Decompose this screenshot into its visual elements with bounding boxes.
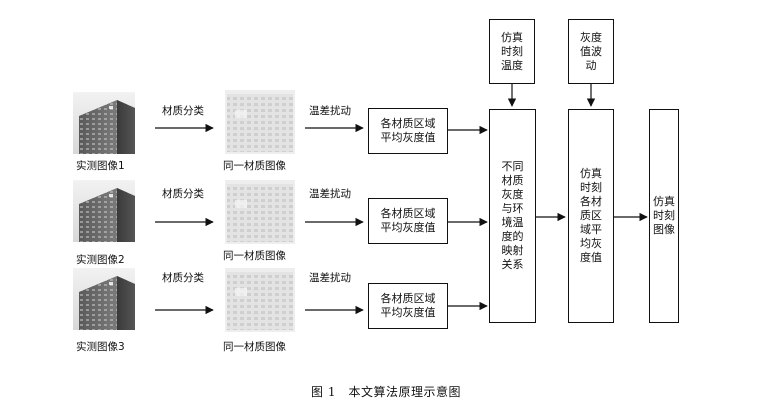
mapping-text: 不同 材质 灰度 与环 境温 度的 映射 关系	[501, 160, 524, 271]
material-label-3: 同一材质图像	[223, 341, 286, 353]
material-label-2: 同一材质图像	[223, 250, 286, 262]
material-label-1: 同一材质图像	[223, 160, 286, 172]
step-disturb-label-1: 温差扰动	[309, 105, 351, 117]
sim-gray-text: 仿真 时刻 各材 质区 域平 均灰 度值	[580, 167, 602, 264]
material-image-3	[225, 268, 295, 332]
sim-temp-text: 仿真 时刻 温度	[501, 30, 523, 72]
gray-fluct-box: 灰度 值波 动	[568, 19, 614, 84]
mapping-box: 不同 材质 灰度 与环 境温 度的 映射 关系	[489, 109, 536, 323]
input-label-2: 实测图像2	[76, 254, 125, 266]
avg-gray-text-1: 各材质区域 平均灰度值	[380, 117, 436, 144]
thermal-image-2	[73, 180, 135, 242]
avg-gray-text-3: 各材质区域 平均灰度值	[380, 292, 436, 319]
step-classify-label-3: 材质分类	[162, 272, 204, 284]
avg-gray-box-3: 各材质区域 平均灰度值	[368, 283, 448, 329]
material-image-2	[225, 180, 295, 244]
step-disturb-label-3: 温差扰动	[309, 272, 351, 284]
step-classify-label-1: 材质分类	[162, 105, 204, 117]
step-disturb-label-2: 温差扰动	[309, 188, 351, 200]
input-label-1: 实测图像1	[76, 160, 125, 172]
avg-gray-box-1: 各材质区域 平均灰度值	[368, 108, 448, 154]
sim-gray-box: 仿真 时刻 各材 质区 域平 均灰 度值	[568, 109, 614, 323]
sim-temp-box: 仿真 时刻 温度	[489, 19, 535, 84]
thermal-image-1	[73, 92, 135, 154]
figure-caption: 图 1 本文算法原理示意图	[311, 385, 461, 399]
gray-fluct-text: 灰度 值波 动	[580, 30, 602, 72]
step-classify-label-2: 材质分类	[162, 188, 204, 200]
arrows	[155, 84, 648, 315]
output-text: 仿真 时刻 图像	[653, 195, 675, 236]
avg-gray-text-2: 各材质区域 平均灰度值	[380, 207, 436, 234]
output-box: 仿真 时刻 图像	[649, 109, 679, 323]
avg-gray-box-2: 各材质区域 平均灰度值	[368, 198, 448, 244]
input-label-3: 实测图像3	[76, 341, 125, 353]
thermal-image-3	[73, 268, 135, 330]
material-image-1	[225, 90, 295, 154]
